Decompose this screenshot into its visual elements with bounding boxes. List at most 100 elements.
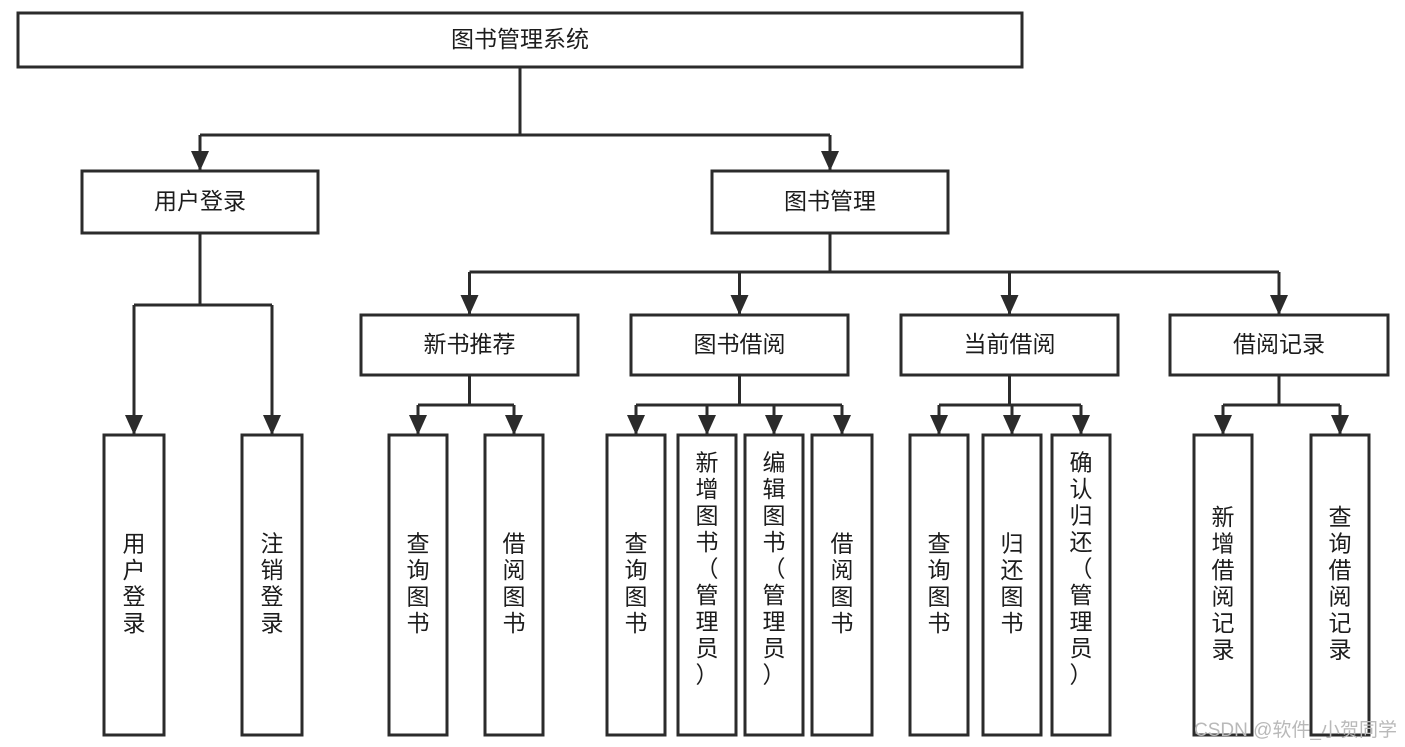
node-label-char-leaf-borrow-book-1: 图	[503, 583, 526, 609]
node-label-char-leaf-add-book-admin: 新	[696, 449, 719, 475]
node-label-root: 图书管理系统	[451, 26, 589, 52]
node-label-char-leaf-return-book: 图	[1001, 583, 1024, 609]
node-label-char-leaf-user-login: 用	[123, 530, 146, 556]
node-box-leaf-confirm-return-admin	[1050, 433, 1112, 737]
node-label-char-leaf-add-borrow-record: 新	[1212, 504, 1235, 530]
node-label-char-leaf-confirm-return-admin: 理	[1070, 608, 1093, 634]
node-label-char-leaf-return-book: 还	[1001, 557, 1024, 583]
node-box-root	[16, 11, 1024, 69]
node-box-leaf-add-borrow-record	[1192, 433, 1254, 737]
node-box-leaf-borrow-book-2	[810, 433, 874, 737]
node-label-char-leaf-confirm-return-admin: 员	[1070, 635, 1093, 661]
node-label-char-leaf-edit-book-admin: 理	[763, 608, 786, 634]
node-label-char-leaf-query-book-2: 书	[625, 610, 648, 636]
node-root[interactable]: 图书管理系统	[16, 11, 1024, 69]
node-label-char-leaf-confirm-return-admin: 认	[1070, 476, 1093, 502]
node-label-char-leaf-borrow-book-2: 图	[831, 583, 854, 609]
node-label-char-leaf-add-borrow-record: 录	[1212, 636, 1235, 662]
node-label-char-leaf-edit-book-admin: 书	[763, 529, 786, 555]
node-label-char-leaf-add-borrow-record: 记	[1212, 610, 1235, 636]
node-label-char-leaf-query-book-2: 查	[625, 530, 648, 556]
node-user-login[interactable]: 用户登录	[80, 169, 320, 235]
node-label-char-leaf-edit-book-admin: 编	[763, 449, 786, 475]
node-label-char-leaf-add-book-admin: 理	[696, 608, 719, 634]
node-box-leaf-add-book-admin	[676, 433, 738, 737]
node-label-char-leaf-add-book-admin: 管	[696, 582, 719, 608]
node-label-char-leaf-borrow-book-1: 阅	[503, 557, 526, 583]
node-box-current-borrow	[899, 313, 1120, 377]
node-label-char-leaf-borrow-book-1: 书	[503, 610, 526, 636]
node-current-borrow[interactable]: 当前借阅	[899, 313, 1120, 377]
node-label-char-leaf-add-book-admin: 员	[696, 635, 719, 661]
node-label-char-leaf-user-login: 录	[123, 610, 146, 636]
node-label-char-leaf-confirm-return-admin: ）	[1070, 661, 1093, 687]
node-label-char-leaf-return-book: 书	[1001, 610, 1024, 636]
node-label-char-leaf-query-book-3: 查	[928, 530, 951, 556]
node-label-char-leaf-add-borrow-record: 阅	[1212, 583, 1235, 609]
node-box-leaf-borrow-book-1	[483, 433, 545, 737]
node-label-char-leaf-query-book-3: 图	[928, 583, 951, 609]
node-label-char-leaf-add-book-admin: ）	[696, 661, 719, 687]
node-label-char-leaf-query-borrow-record: 阅	[1329, 583, 1352, 609]
node-label-char-leaf-query-borrow-record: 询	[1329, 530, 1352, 556]
node-label-char-leaf-edit-book-admin: （	[763, 555, 786, 581]
node-label-char-leaf-query-book-2: 询	[625, 557, 648, 583]
node-label-char-leaf-query-book-2: 图	[625, 583, 648, 609]
node-label-char-leaf-borrow-book-2: 借	[831, 530, 854, 556]
nodes-layer: 图书管理系统用户登录图书管理新书推荐图书借阅当前借阅借阅记录用户登录注销登录查询…	[16, 11, 1390, 737]
node-label-char-leaf-edit-book-admin: 员	[763, 635, 786, 661]
node-label-char-leaf-add-book-admin: （	[696, 555, 719, 581]
node-label-char-leaf-add-book-admin: 书	[696, 529, 719, 555]
node-box-book-borrow	[629, 313, 850, 377]
node-label-book-manage: 图书管理	[784, 188, 876, 214]
node-label-char-leaf-logout: 注	[261, 530, 284, 556]
node-label-char-leaf-user-login: 登	[123, 583, 146, 609]
node-box-borrow-record	[1168, 313, 1390, 377]
node-label-char-leaf-add-borrow-record: 借	[1212, 557, 1235, 583]
node-label-char-leaf-query-book-3: 询	[928, 557, 951, 583]
node-label-char-leaf-add-book-admin: 增	[696, 476, 719, 502]
node-box-new-book-recommend	[359, 313, 580, 377]
node-book-manage[interactable]: 图书管理	[710, 169, 950, 235]
node-book-borrow[interactable]: 图书借阅	[629, 313, 850, 377]
node-leaf-user-login[interactable]: 用户登录	[102, 433, 166, 737]
node-label-book-borrow: 图书借阅	[694, 331, 786, 357]
node-label-char-leaf-edit-book-admin: 图	[763, 502, 786, 528]
node-label-char-leaf-return-book: 归	[1001, 530, 1024, 556]
node-label-char-leaf-query-borrow-record: 录	[1329, 636, 1352, 662]
node-new-book-recommend[interactable]: 新书推荐	[359, 313, 580, 377]
node-box-leaf-user-login	[102, 433, 166, 737]
node-box-leaf-query-book-3	[908, 433, 970, 737]
node-box-leaf-query-book-1	[387, 433, 449, 737]
node-label-char-leaf-logout: 录	[261, 610, 284, 636]
node-label-char-leaf-query-borrow-record: 查	[1329, 504, 1352, 530]
node-label-char-leaf-logout: 登	[261, 583, 284, 609]
node-label-char-leaf-query-book-1: 查	[407, 530, 430, 556]
node-label-char-leaf-query-book-1: 询	[407, 557, 430, 583]
node-borrow-record[interactable]: 借阅记录	[1168, 313, 1390, 377]
node-box-book-manage	[710, 169, 950, 235]
node-label-char-leaf-query-book-3: 书	[928, 610, 951, 636]
node-label-char-leaf-edit-book-admin: ）	[763, 661, 786, 687]
node-box-user-login	[80, 169, 320, 235]
node-label-char-leaf-borrow-book-1: 借	[503, 530, 526, 556]
node-label-char-leaf-confirm-return-admin: 归	[1070, 502, 1093, 528]
node-label-char-leaf-confirm-return-admin: 确	[1070, 449, 1093, 475]
node-label-char-leaf-confirm-return-admin: （	[1070, 555, 1093, 581]
node-box-leaf-return-book	[981, 433, 1043, 737]
node-label-char-leaf-confirm-return-admin: 管	[1070, 582, 1093, 608]
